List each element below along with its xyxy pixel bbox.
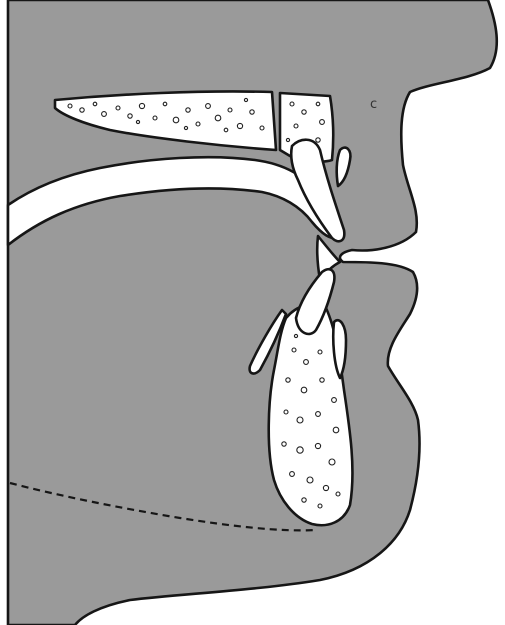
upper-lip-label: c <box>370 97 377 112</box>
